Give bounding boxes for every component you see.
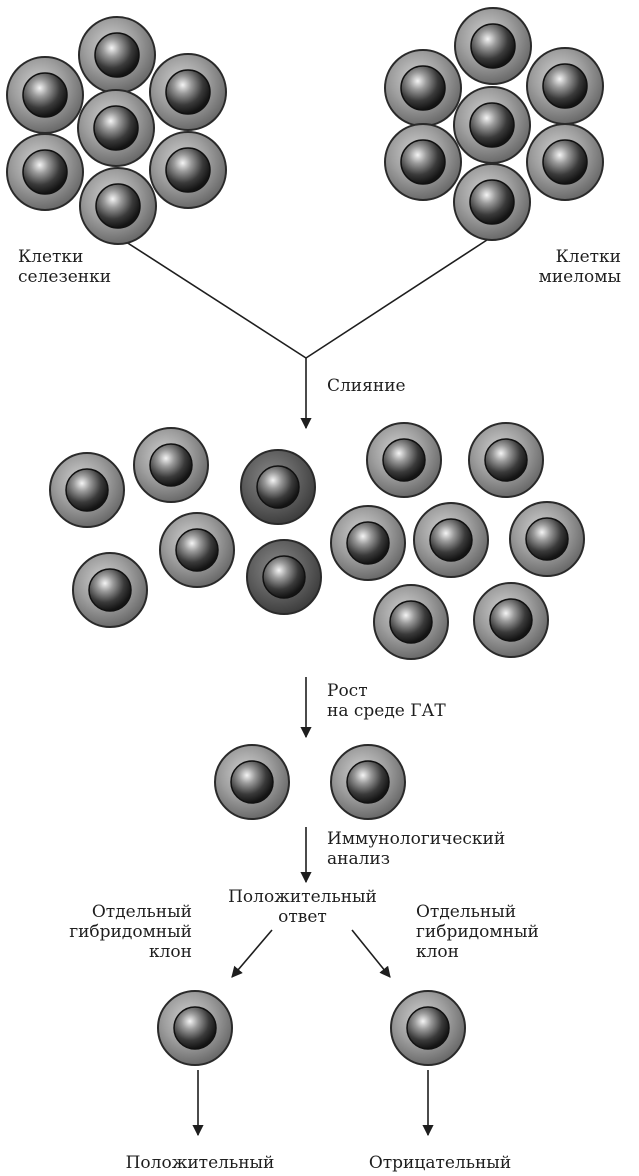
cell	[454, 87, 530, 163]
hybrid-cell	[241, 450, 315, 524]
cell	[73, 553, 147, 627]
cell	[454, 164, 530, 240]
hybrid-cell	[247, 540, 321, 614]
cell	[79, 17, 155, 93]
cell	[527, 124, 603, 200]
result-positive-label: Положительный	[100, 1153, 300, 1173]
fused-cell-mixture	[50, 423, 584, 659]
result-negative-label: Отрицательный	[340, 1153, 540, 1173]
cell	[391, 991, 465, 1065]
cell	[331, 506, 405, 580]
cell	[215, 745, 289, 819]
clone-right-label: Отдельный гибридомный клон	[416, 902, 539, 962]
cell	[414, 503, 488, 577]
myeloma-cell-cluster	[385, 8, 603, 240]
cell	[385, 50, 461, 126]
myeloma-cells-label: Клетки миеломы	[539, 247, 621, 287]
cell	[150, 132, 226, 208]
spleen-cells-label: Клетки селезенки	[18, 247, 111, 287]
immuno-analysis-label: Иммунологический анализ	[327, 829, 505, 869]
split-arrow-left	[232, 930, 272, 977]
surviving-hybridomas	[215, 745, 405, 819]
cell	[527, 48, 603, 124]
growth-label: Рост на среде ГАТ	[327, 681, 446, 721]
cell	[78, 90, 154, 166]
fusion-label: Слияние	[327, 376, 406, 396]
cell	[80, 168, 156, 244]
split-arrow-right	[352, 930, 390, 977]
spleen-cell-cluster	[7, 17, 226, 244]
cell	[510, 502, 584, 576]
clone-cells	[158, 991, 465, 1065]
cell	[385, 124, 461, 200]
positive-answer-label: Положительный ответ	[210, 887, 395, 927]
cell	[455, 8, 531, 84]
myeloma-merge-line	[306, 238, 490, 358]
clone-left-label: Отдельный гибридомный клон	[20, 902, 192, 962]
cell	[7, 57, 83, 133]
cell	[331, 745, 405, 819]
cell	[50, 453, 124, 527]
cell	[7, 134, 83, 210]
cell	[367, 423, 441, 497]
cell	[158, 991, 232, 1065]
cell	[150, 54, 226, 130]
cell	[474, 583, 548, 657]
cell	[134, 428, 208, 502]
cell	[160, 513, 234, 587]
cell	[374, 585, 448, 659]
cell	[469, 423, 543, 497]
spleen-merge-line	[120, 238, 306, 358]
